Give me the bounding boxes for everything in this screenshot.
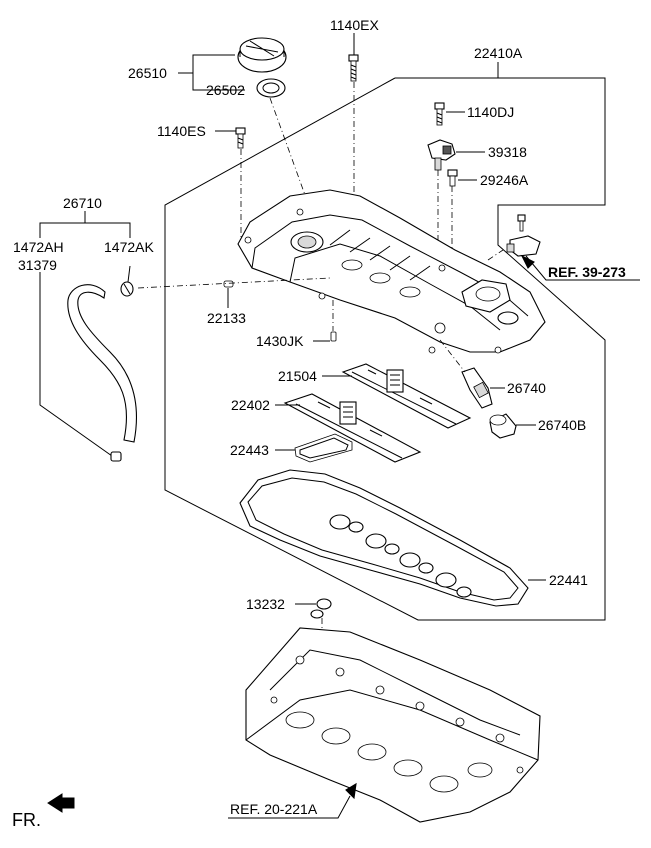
label-22133: 22133 bbox=[207, 310, 246, 326]
oil-filler-cap-26510 bbox=[237, 37, 287, 73]
assembly-frame bbox=[164, 77, 606, 621]
label-22402: 22402 bbox=[231, 397, 270, 413]
front-arrow-icon bbox=[47, 793, 75, 813]
label-1430JK: 1430JK bbox=[256, 333, 304, 349]
label-1472AK: 1472AK bbox=[104, 239, 154, 255]
dash-ref-sensor bbox=[487, 249, 504, 261]
label-26710: 26710 bbox=[63, 195, 102, 211]
label-22443: 22443 bbox=[230, 442, 269, 458]
cover-gasket-22441 bbox=[239, 469, 529, 607]
bolt-1140DJ bbox=[434, 102, 445, 126]
hose-fitting-1472AH bbox=[110, 451, 122, 462]
label-1140DJ: 1140DJ bbox=[467, 104, 514, 120]
plug-1430JK bbox=[330, 331, 337, 342]
gasket-22443 bbox=[294, 433, 353, 463]
label-22441: 22441 bbox=[549, 572, 588, 588]
pcv-hose-26710 bbox=[67, 284, 138, 443]
bolt-1140ES bbox=[235, 127, 246, 149]
leader-1472AH bbox=[39, 272, 113, 457]
pcv-valve-26740 bbox=[461, 367, 493, 409]
pin-22133 bbox=[223, 280, 234, 288]
dash-cap-cover bbox=[269, 97, 306, 196]
sensor-ref-39-273 bbox=[506, 214, 541, 257]
label-26510: 26510 bbox=[128, 65, 167, 81]
oil-filler-gasket-26502 bbox=[256, 78, 286, 98]
cylinder-head bbox=[245, 627, 541, 823]
label-31379: 31379 bbox=[18, 257, 57, 273]
label-22410A: 22410A bbox=[474, 45, 523, 61]
label-1140EX: 1140EX bbox=[330, 17, 379, 33]
baffle-plate-21504 bbox=[341, 363, 472, 429]
grommet-26740B bbox=[489, 413, 517, 439]
plug-13232 bbox=[310, 598, 332, 619]
label-26502: 26502 bbox=[206, 82, 245, 98]
hose-clamp-1472AK bbox=[120, 281, 134, 297]
label-1472AH: 1472AH bbox=[13, 239, 64, 255]
label-13232: 13232 bbox=[246, 596, 285, 612]
label-26740: 26740 bbox=[507, 380, 546, 396]
bolt-1140EX bbox=[348, 54, 359, 82]
label-39318: 39318 bbox=[488, 144, 527, 160]
label-21504: 21504 bbox=[278, 368, 317, 384]
cam-sensor-39318 bbox=[427, 139, 456, 171]
dash-hose-line bbox=[137, 277, 331, 289]
label-1140ES: 1140ES bbox=[157, 123, 206, 139]
baffle-plate-22402 bbox=[283, 393, 422, 463]
label-ref-20-221A[interactable]: REF. 20-221A bbox=[230, 801, 318, 817]
label-29246A: 29246A bbox=[480, 172, 529, 188]
rocker-cover-22410A bbox=[237, 189, 546, 354]
leader-1472AK bbox=[127, 265, 131, 283]
label-ref-39-273[interactable]: REF. 39-273 bbox=[548, 264, 626, 280]
label-front: FR. bbox=[12, 810, 41, 830]
bolt-29246A bbox=[447, 169, 458, 187]
leader-ref-20-221A bbox=[228, 795, 351, 819]
ref-arrow-39-273 bbox=[520, 254, 535, 269]
ref-arrow-20-221A bbox=[345, 782, 357, 800]
leader-26710-bracket bbox=[39, 222, 131, 238]
label-26740B: 26740B bbox=[538, 417, 586, 433]
